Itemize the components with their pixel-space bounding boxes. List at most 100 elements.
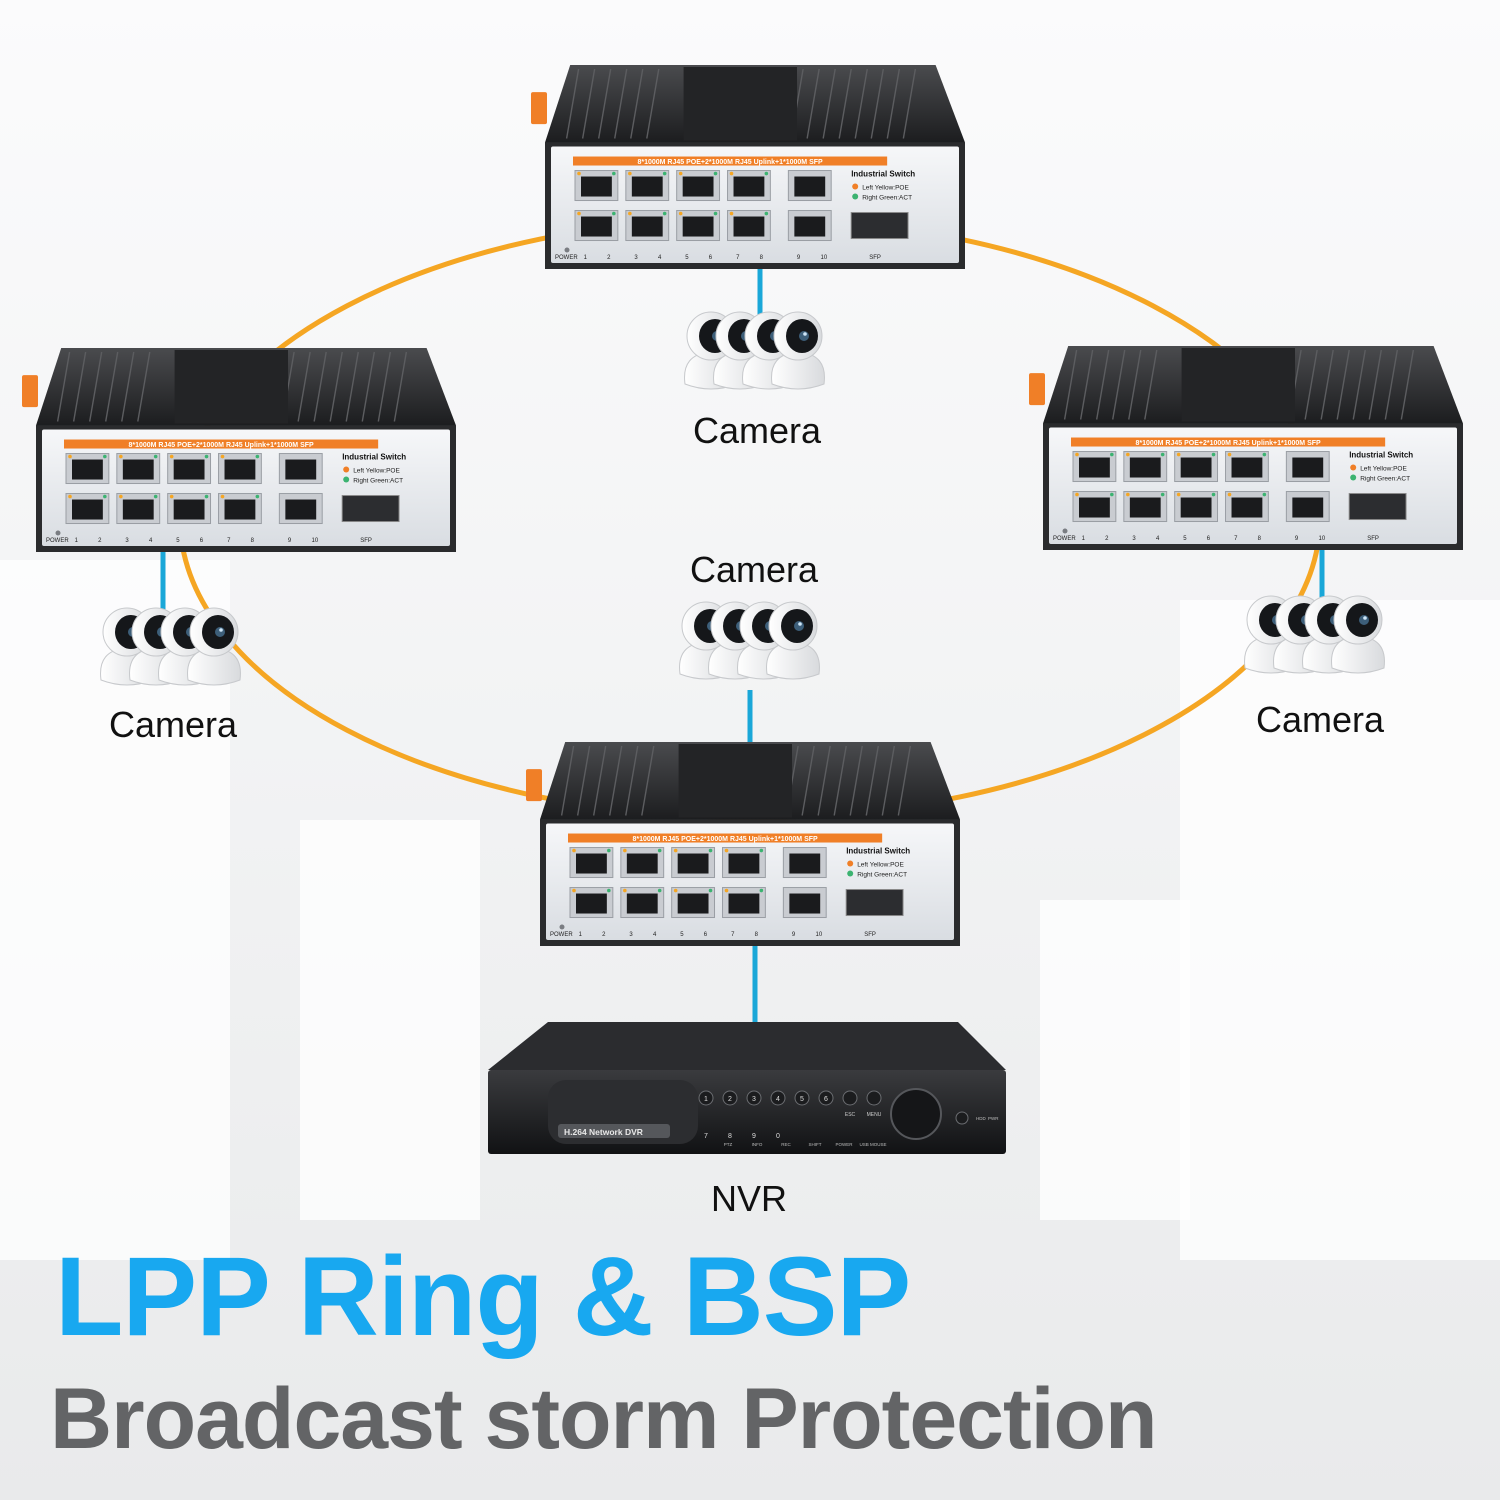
spec-banner-text: 8*1000M RJ45 POE+2*1000M RJ45 Uplink+1*1…: [128, 442, 314, 449]
rj45-socket: [631, 176, 663, 197]
heatsink-fin: [377, 351, 392, 422]
act-legend: Right Green:ACT: [862, 195, 912, 202]
rj45-socket: [1079, 497, 1110, 518]
camera-glint: [803, 332, 807, 336]
nvr-key-label: PTZ: [724, 1142, 733, 1147]
industrial-switch: 8*1000M RJ45 POE+2*1000M RJ45 Uplink+1*1…: [531, 65, 965, 269]
act-led: [1262, 492, 1267, 497]
act-legend-dot: [1350, 474, 1357, 481]
rj45-socket: [72, 499, 103, 520]
port-number: 7: [227, 538, 231, 544]
heatsink-fin: [897, 745, 912, 816]
rj45-socket: [1231, 457, 1263, 478]
poe-legend: Left Yellow:POE: [862, 185, 909, 192]
power-led: [559, 924, 565, 930]
rj45-socket: [728, 893, 760, 914]
port-number: 7: [731, 932, 735, 938]
act-led: [612, 211, 616, 216]
heatsink-fin: [614, 68, 628, 139]
spec-banner-text: 8*1000M RJ45 POE+2*1000M RJ45 Uplink+1*1…: [632, 836, 818, 843]
poe-led: [623, 848, 627, 853]
industrial-switch: 8*1000M RJ45 POE+2*1000M RJ45 Uplink+1*1…: [22, 348, 456, 552]
port-number: 5: [685, 255, 689, 261]
poe-led: [1126, 492, 1130, 497]
headline: LPP Ring & BSP: [55, 1234, 911, 1359]
nvr-esc-label: ESC: [845, 1112, 856, 1118]
port-number: 3: [629, 932, 633, 938]
rj45-socket: [224, 499, 256, 520]
rj45-socket: [677, 893, 709, 914]
poe-led: [119, 494, 123, 499]
nvr-button: [746, 1090, 762, 1106]
camera-icon: [771, 311, 825, 390]
nvr-button-label: 2: [728, 1096, 732, 1103]
heatsink-plate: [1181, 348, 1295, 422]
heatsink-fin: [297, 351, 311, 422]
rj45-socket: [1129, 497, 1161, 518]
heatsink-fin: [121, 351, 135, 422]
act-legend: Right Green:ACT: [857, 872, 907, 879]
spec-banner-text: 8*1000M RJ45 POE+2*1000M RJ45 Uplink+1*1…: [637, 159, 823, 166]
port-number: 6: [709, 255, 713, 261]
nvr-button-label: 6: [824, 1096, 828, 1103]
poe-led: [1227, 492, 1232, 497]
nvr-button-label: 3: [752, 1096, 756, 1103]
sfp-label: SFP: [360, 538, 372, 544]
port-number: 2: [602, 932, 606, 938]
rj45-socket: [626, 893, 658, 914]
poe-led: [724, 888, 729, 893]
heatsink-fin: [1320, 349, 1334, 420]
subline: Broadcast storm Protection: [50, 1371, 1158, 1467]
rj45-socket: [728, 853, 760, 874]
heatsink-fin: [1095, 349, 1110, 420]
rj45-socket: [1079, 457, 1110, 478]
port-number: 1: [584, 255, 588, 261]
nvr-key-label: POWER: [835, 1142, 853, 1147]
rj45-socket: [631, 216, 663, 237]
act-led: [607, 848, 611, 853]
poe-legend-dot: [1350, 464, 1357, 471]
port-number: 5: [1183, 536, 1187, 542]
poe-led: [729, 211, 734, 216]
uplink-number: 10: [1318, 536, 1325, 542]
port-number: 7: [736, 255, 740, 261]
act-led: [1211, 452, 1216, 457]
act-led: [612, 171, 616, 176]
heatsink-fin: [105, 351, 119, 422]
sfp-label: SFP: [869, 255, 881, 261]
spec-banner: [573, 156, 888, 166]
heatsink-fin: [1144, 349, 1158, 420]
heatsink-fin: [881, 745, 896, 816]
camera-base: [187, 647, 241, 686]
uplink-number: 9: [792, 932, 796, 938]
port-number: 3: [1132, 536, 1136, 542]
nvr-model-plate: [558, 1124, 670, 1138]
port-number: 8: [755, 932, 759, 938]
act-legend: Right Green:ACT: [1360, 476, 1410, 483]
heatsink-fin: [565, 68, 580, 139]
switch-title: Industrial Switch: [1349, 451, 1413, 460]
sfp-label: SFP: [1367, 536, 1379, 542]
rj45-socket: [581, 216, 612, 237]
port-number: 4: [1156, 536, 1160, 542]
nvr-top: [488, 1022, 1006, 1070]
port-number: 6: [200, 538, 204, 544]
act-led: [153, 494, 158, 499]
act-led: [1160, 452, 1165, 457]
sfp-port: [1348, 493, 1407, 521]
heatsink-fin: [817, 745, 831, 816]
nvr-button: [722, 1090, 738, 1106]
poe-led: [119, 454, 123, 459]
background-block: [1180, 600, 1500, 1260]
camera-glint: [219, 628, 223, 632]
heatsink-fin: [1112, 349, 1126, 420]
act-led: [103, 494, 107, 499]
camera-label-top: Camera: [693, 410, 822, 451]
nvr-button: [770, 1090, 786, 1106]
power-label: POWER: [550, 932, 573, 938]
poe-led: [1227, 452, 1232, 457]
act-legend: Right Green:ACT: [353, 478, 403, 485]
nvr-menu-button: [866, 1090, 882, 1106]
poe-legend-dot: [343, 466, 350, 473]
rj45-socket: [581, 176, 612, 197]
